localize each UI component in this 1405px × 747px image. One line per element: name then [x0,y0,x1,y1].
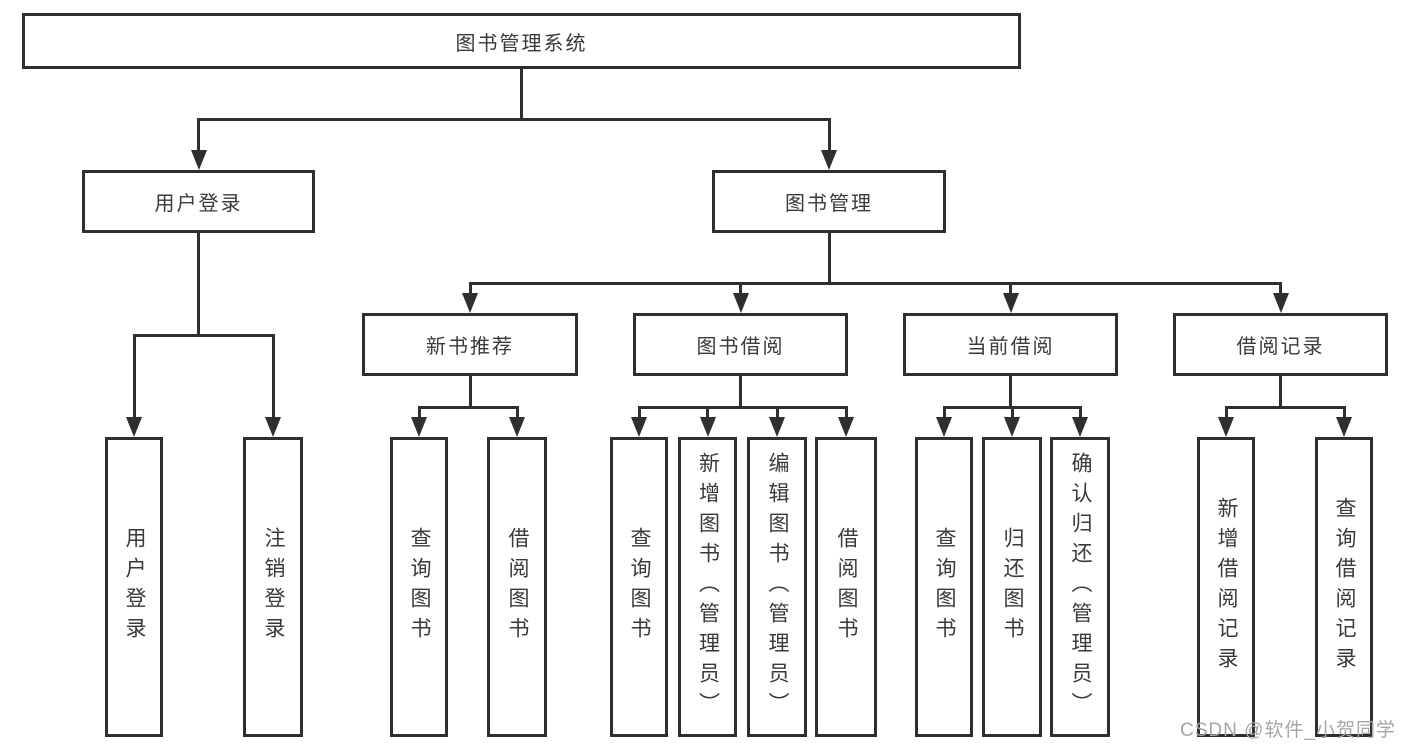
arrowhead-down-icon [631,417,647,437]
node-leaf-edit-book: 编辑图书（管理员） [747,437,807,737]
connector-line [468,281,1282,285]
connector-line [739,283,742,294]
connector-line [844,407,848,418]
arrowhead-down-icon [190,150,207,170]
connector-line [1009,283,1012,294]
node-leaf-query-record: 查询借阅记录 [1315,437,1373,737]
arrowhead-down-icon [1272,293,1289,313]
connector-line [515,407,519,418]
connector-line [197,117,831,121]
connector-line [637,405,848,409]
node-leaf-borrow-book-1: 借阅图书 [487,437,547,737]
node-new-book-rec: 新书推荐 [362,313,578,376]
node-user-login: 用户登录 [82,170,315,233]
node-leaf-confirm-return: 确认归还（管理员） [1050,437,1110,737]
node-leaf-user-login: 用户登录 [105,437,163,737]
connector-line [1078,407,1082,418]
node-root: 图书管理系统 [22,13,1021,69]
connector-line [417,405,519,409]
arrowhead-down-icon [732,293,749,313]
node-leaf-add-record: 新增借阅记录 [1197,437,1255,737]
node-leaf-query-book-1: 查询图书 [390,437,448,737]
connector-line [827,119,831,151]
connector-line [468,376,472,407]
connector-line [1009,376,1012,407]
connector-line [775,407,779,418]
arrowhead-down-icon [699,417,716,437]
connector-line [706,407,709,418]
node-current-borrow: 当前借阅 [903,313,1118,376]
arrowhead-down-icon [821,150,837,170]
node-leaf-query-book-3: 查询图书 [915,437,973,737]
connector-line [1224,407,1228,418]
arrowhead-down-icon [509,417,525,437]
connector-line [197,119,200,151]
arrowhead-down-icon [936,417,952,437]
connector-line [1342,407,1346,418]
connector-line [942,407,946,418]
connector-line [132,333,275,337]
arrowhead-down-icon [126,417,142,437]
node-leaf-query-book-2: 查询图书 [610,437,668,737]
connector-line [1279,283,1282,294]
connector-line [197,233,200,335]
connector-line [827,233,831,283]
arrowhead-down-icon [411,417,427,437]
connector-line [468,283,472,294]
arrowhead-down-icon [1072,417,1088,437]
connector-line [271,335,275,418]
arrowhead-down-icon [1336,417,1352,437]
connector-line [417,407,421,418]
arrowhead-down-icon [1004,417,1020,437]
node-leaf-borrow-book-2: 借阅图书 [815,437,877,737]
connector-line [1010,407,1014,418]
node-leaf-return-book: 归还图书 [982,437,1042,737]
arrowhead-down-icon [462,293,478,313]
node-book-mgmt: 图书管理 [712,170,946,233]
arrowhead-down-icon [1002,293,1019,313]
arrowhead-down-icon [1218,417,1234,437]
node-borrow-record: 借阅记录 [1173,313,1388,376]
node-leaf-add-book: 新增图书（管理员） [678,437,737,737]
node-book-borrow: 图书借阅 [633,313,848,376]
connector-line [520,69,523,119]
arrowhead-down-icon [769,417,785,437]
arrowhead-down-icon [838,417,854,437]
csdn-watermark: CSDN @软件_小贺同学 [1180,720,1396,741]
connector-line [132,335,136,418]
arrowhead-down-icon [265,417,281,437]
connector-line [739,376,742,407]
connector-line [637,407,641,418]
connector-line [1279,376,1282,407]
connector-line [1224,405,1346,409]
node-leaf-logout: 注销登录 [243,437,303,737]
